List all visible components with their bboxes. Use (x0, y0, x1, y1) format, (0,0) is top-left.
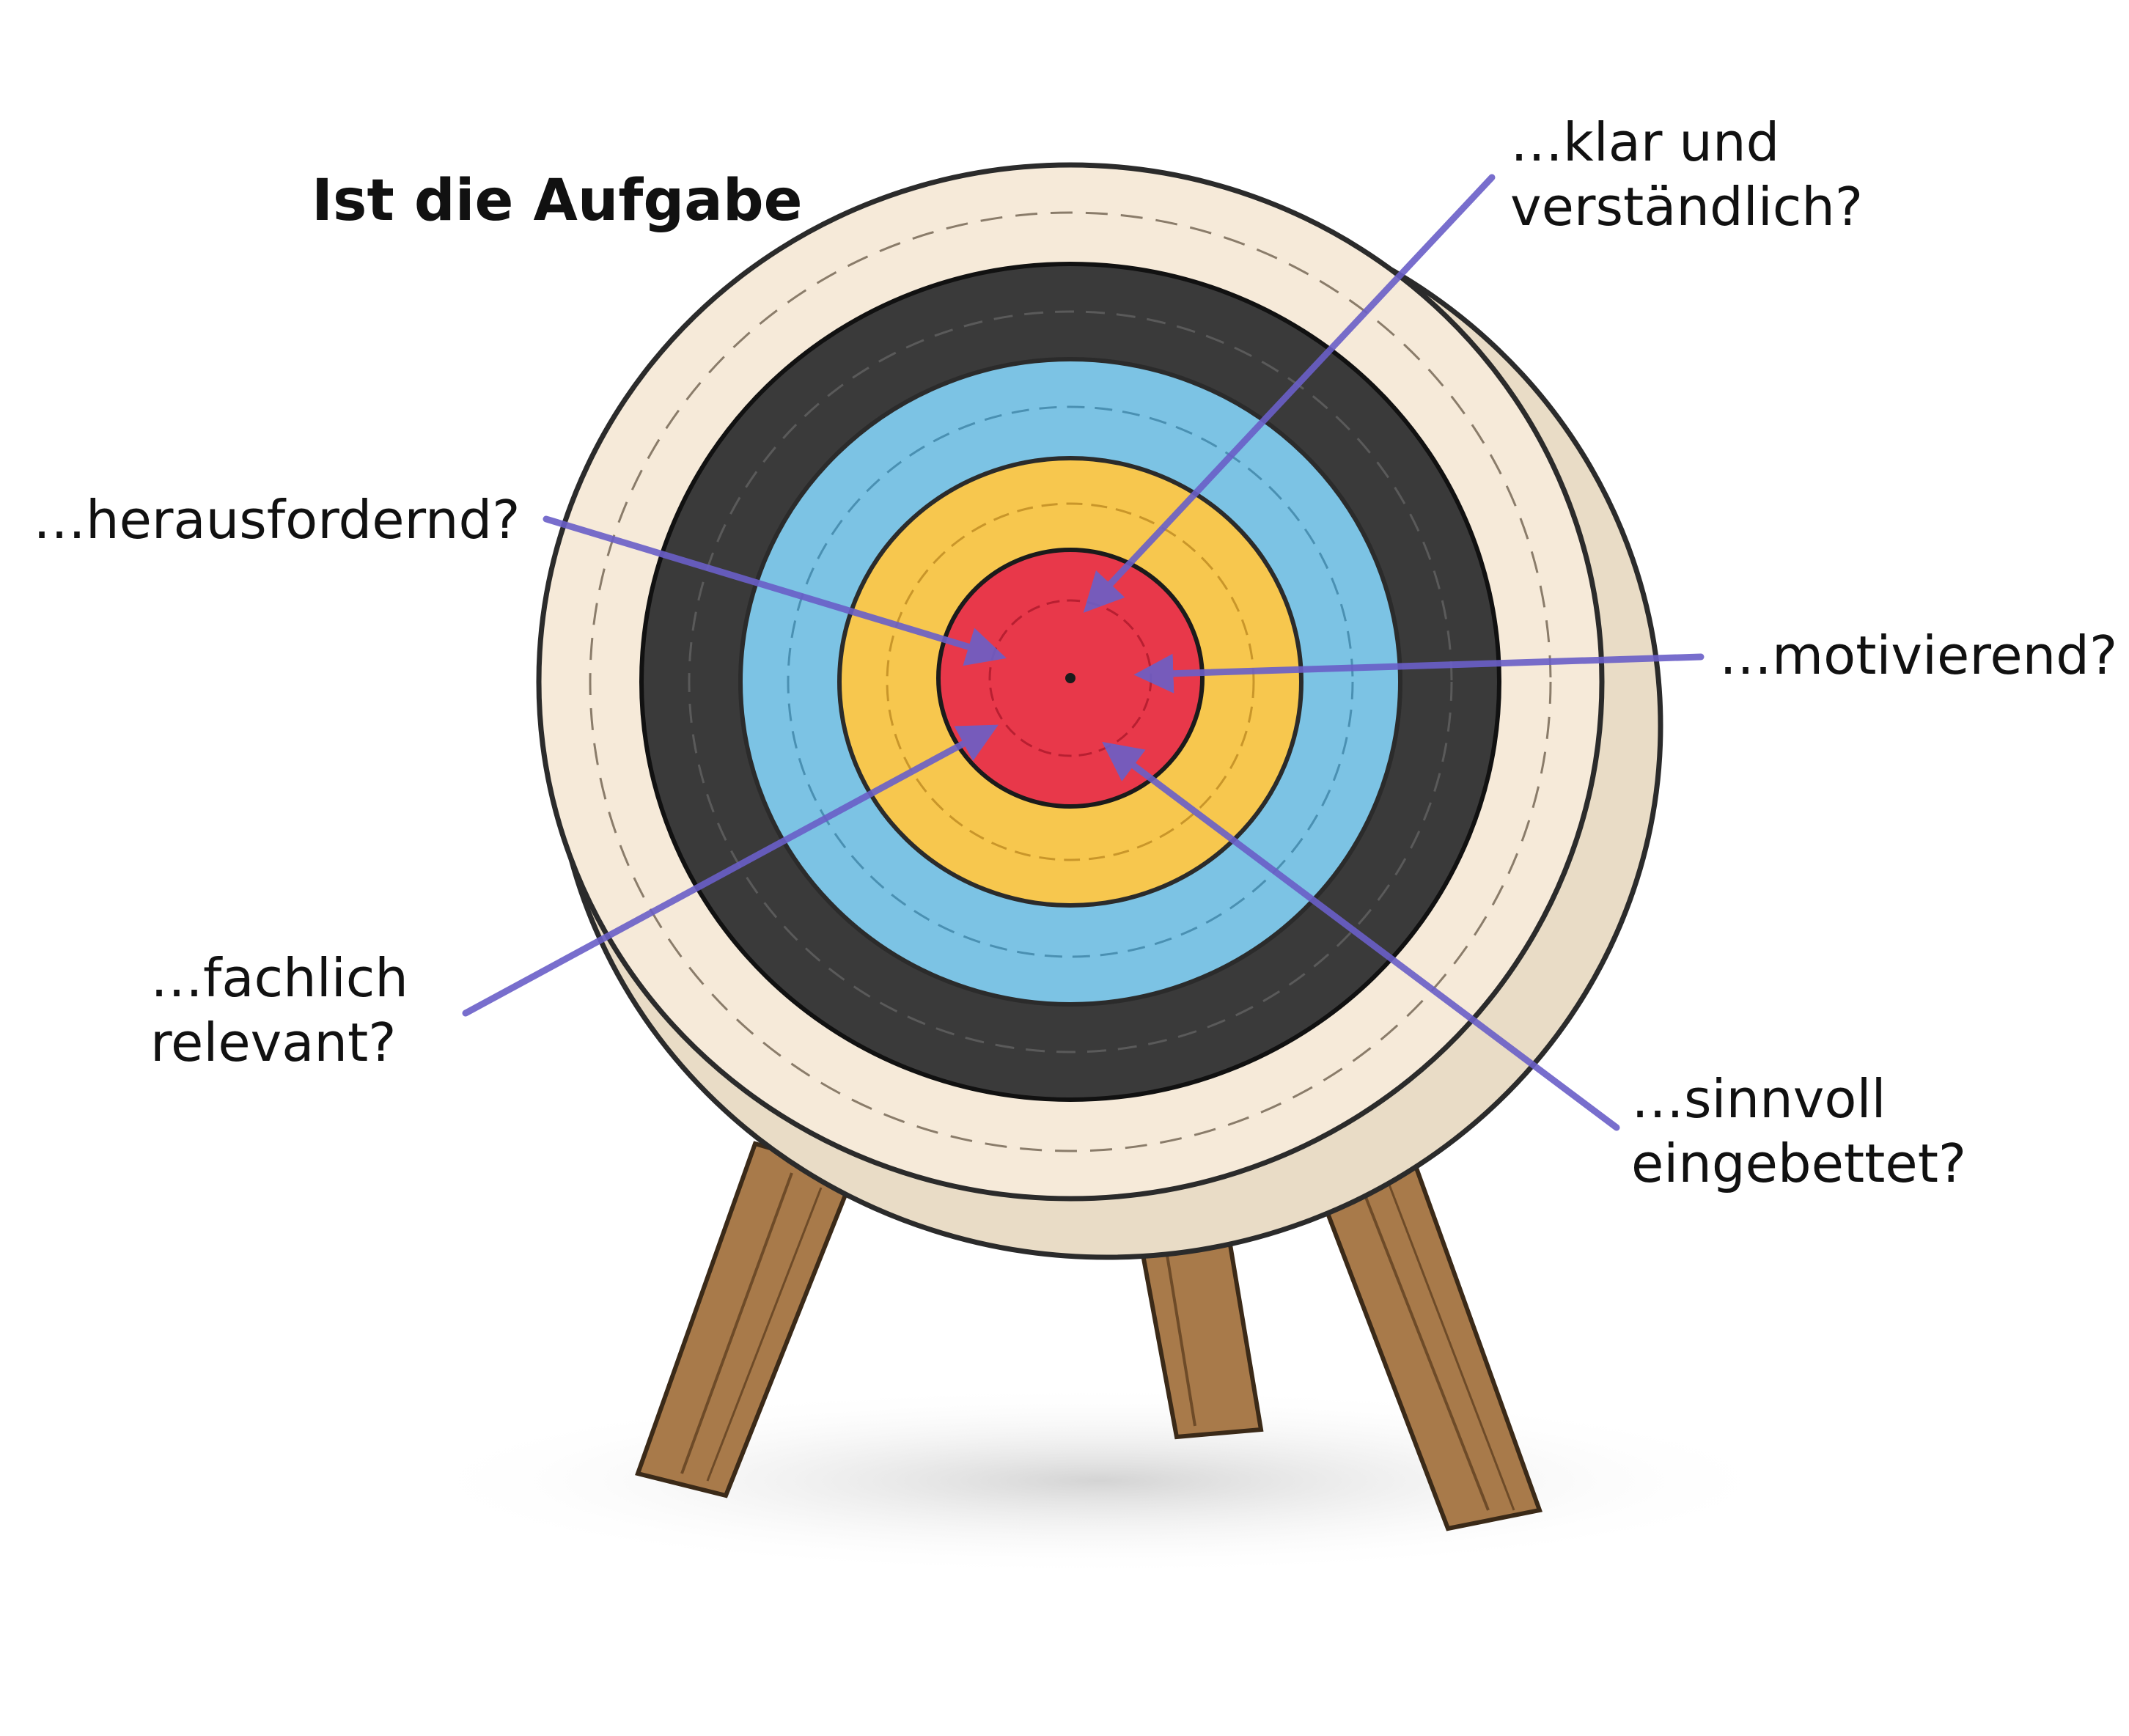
question-challenging-line-1: …herausfordernd? (33, 489, 521, 551)
question-embedded-line-1: …sinnvoll (1631, 1068, 1886, 1130)
question-relevant-label: …fachlich relevant? (150, 946, 408, 1075)
arrow-relevant (462, 724, 999, 1017)
bullseye-dot (1065, 673, 1075, 683)
question-relevant-line-2: relevant? (150, 1012, 397, 1073)
question-clear-line-1: …klar und (1510, 111, 1780, 173)
arrow-embedded (1102, 741, 1620, 1131)
question-clear-line-2: verständlich? (1510, 176, 1864, 238)
question-motivating-line-1: …motivierend? (1719, 625, 2118, 686)
arrow-motivating (1133, 653, 1705, 694)
ground-shadow (403, 1386, 1796, 1576)
ring-yellow-line (886, 502, 1255, 861)
question-motivating-label: …motivierend? (1719, 623, 2117, 688)
target-face (536, 162, 1605, 1202)
arrow-challenging (543, 515, 1007, 666)
question-clear-label: …klar und verständlich? (1510, 110, 1863, 239)
question-embedded-label: …sinnvoll eingebettet? (1631, 1067, 1966, 1196)
ring-black-line (688, 310, 1453, 1053)
ring-outer-line (589, 211, 1552, 1152)
page-title: Ist die Aufgabe (312, 168, 803, 234)
ring-blue-line (787, 405, 1354, 958)
pointer-arrows (462, 174, 1705, 1131)
question-challenging-label: …herausfordernd? (33, 488, 520, 552)
arrow-clear (1083, 174, 1496, 613)
question-relevant-line-1: …fachlich (150, 947, 408, 1009)
question-embedded-line-2: eingebettet? (1631, 1133, 1967, 1194)
